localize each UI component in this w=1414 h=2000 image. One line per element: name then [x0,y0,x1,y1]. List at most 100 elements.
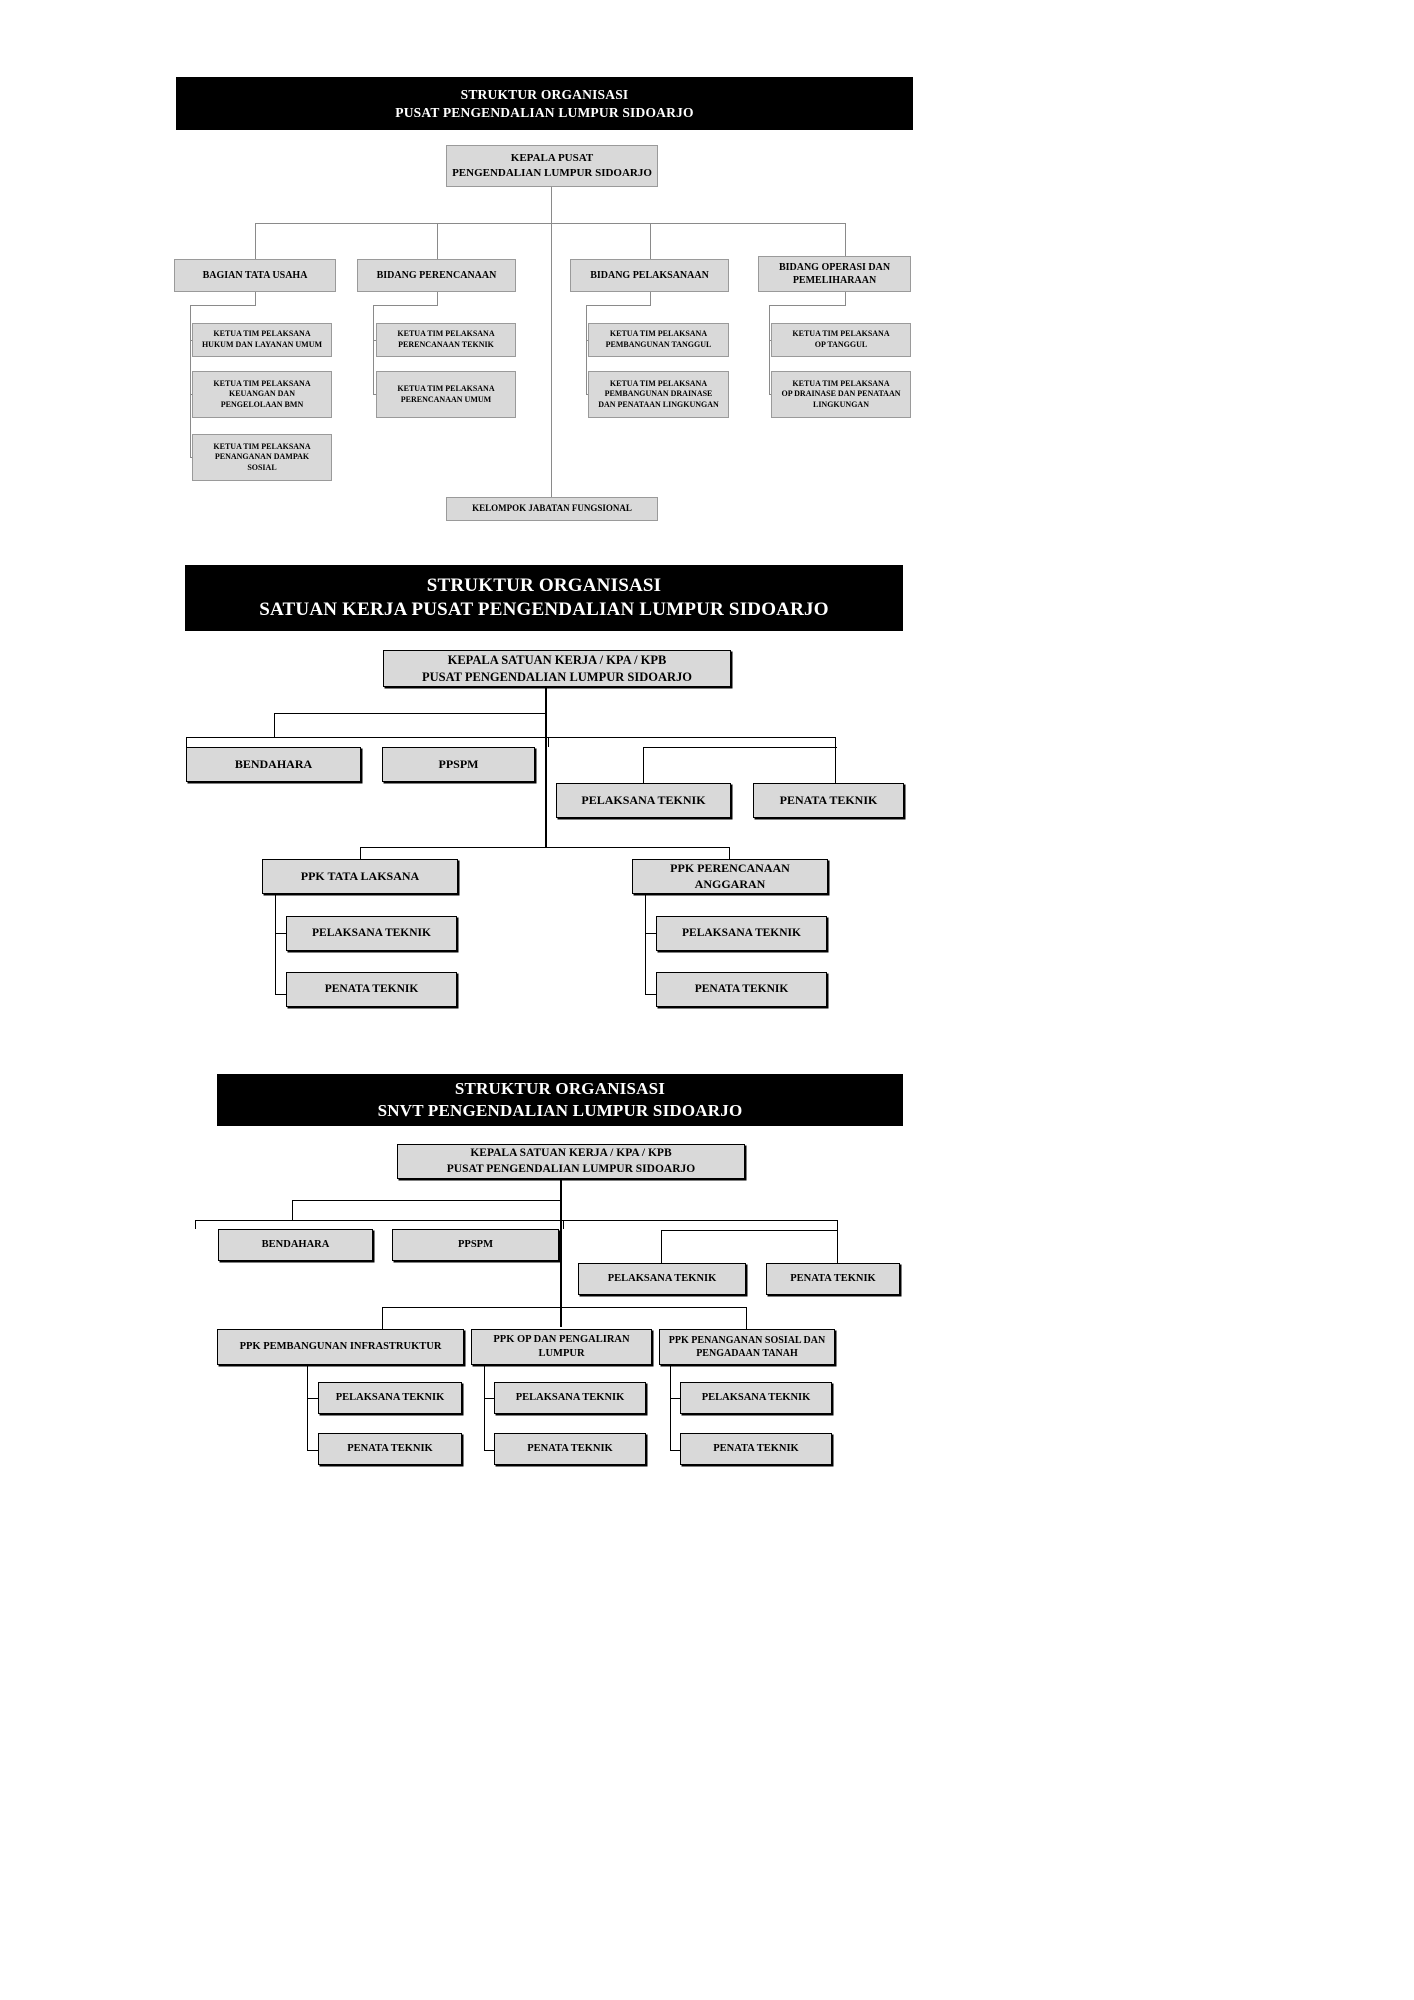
chart-3-node-ppk3-pelaksana[interactable]: PELAKSANA TEKNIK [680,1382,832,1414]
chart-2-root-line1: KEPALA SATUAN KERJA / KPA / KPB [447,653,667,667]
chart-1-root-line2: PENGENDALIAN LUMPUR SIDOARJO [452,167,652,179]
chart-2-node-ppk2-pelaksana[interactable]: PELAKSANA TEKNIK [656,916,827,951]
chart-3-ppk2-pelaksana-label: PELAKSANA TEKNIK [515,1392,625,1404]
chart-2-ppk2-br2 [645,994,657,996]
chart-3-ppk1-br2 [307,1450,319,1452]
chart-1-colD-rail [769,305,770,395]
chart-3-spine [560,1179,562,1327]
chart-2-ppk1-rail [275,894,277,995]
chart-2-drop-ppspm [548,737,550,747]
chart-2-node-ppk-perencanaan-anggaran[interactable]: PPK PERENCANAAN ANGGARAN [632,859,828,894]
chart-1-node-penanganan-dampak-sosial[interactable]: KETUA TIM PELAKSANA PENANGANAN DAMPAK SO… [192,434,332,481]
chart-2-node-ppk2-penata[interactable]: PENATA TEKNIK [656,972,827,1007]
chart-2-node-ppspm[interactable]: PPSPM [382,747,535,782]
chart-3-node-ppk3-penata[interactable]: PENATA TEKNIK [680,1433,832,1465]
chart-3-ppk3-line1: PPK PENANGANAN SOSIAL DAN [668,1334,826,1346]
chart-1-node-bagian-tata-usaha[interactable]: BAGIAN TATA USAHA [174,259,336,292]
chart-1-div4-line1: BIDANG OPERASI DAN [778,261,891,273]
chart-2-left-bus-top [274,713,546,715]
chart-1-colB-stem [437,292,438,305]
chart-1-node-bidang-operasi-pemeliharaan[interactable]: BIDANG OPERASI DAN PEMELIHARAAN [758,256,911,292]
chart-3-node-ppk-penanganan-sosial-pengadaan-tanah[interactable]: PPK PENANGANAN SOSIAL DAN PENGADAAN TANA… [659,1329,835,1365]
chart-1-node-bidang-perencanaan[interactable]: BIDANG PERENCANAAN [357,259,516,292]
chart-1-drop-3 [650,223,651,259]
chart-2-ppk2-label: PPK PERENCANAAN ANGGARAN [670,860,790,891]
chart-3-ppk1-pelaksana-label: PELAKSANA TEKNIK [335,1392,445,1404]
chart-1-node-bidang-pelaksanaan[interactable]: BIDANG PELAKSANAAN [570,259,729,292]
chart-1-a2-line1: KETUA TIM PELAKSANA [213,378,311,388]
chart-3-node-ppk1-penata[interactable]: PENATA TEKNIK [318,1433,462,1465]
chart-1-node-hukum-layanan-umum[interactable]: KETUA TIM PELAKSANA HUKUM DAN LAYANAN UM… [192,323,332,357]
chart-1-node-keuangan-bmn[interactable]: KETUA TIM PELAKSANA KEUANGAN DAN PENGELO… [192,371,332,418]
chart-1-colC-bus [586,305,651,306]
chart-1-colC-rail [586,305,587,395]
chart-2-node-penata-teknik-top[interactable]: PENATA TEKNIK [753,783,904,818]
chart-2-right-bus-top [546,737,836,739]
chart-3-node-ppk-op-pengaliran-lumpur[interactable]: PPK OP DAN PENGALIRAN LUMPUR [471,1329,652,1365]
chart-3-right-bus-stem [837,1220,839,1230]
chart-1-drop-4 [845,223,846,256]
chart-3-ppk3-br1 [670,1398,681,1400]
chart-2-banner: STRUKTUR ORGANISASI SATUAN KERJA PUSAT P… [185,565,903,631]
chart-3-node-ppk2-penata[interactable]: PENATA TEKNIK [494,1433,646,1465]
chart-3-node-pelaksana-teknik-top[interactable]: PELAKSANA TEKNIK [578,1263,746,1295]
chart-1-colD-stem [845,292,846,305]
chart-3-ppk3-line2: PENGADAAN TANAH [696,1348,798,1359]
chart-1-node-root[interactable]: KEPALA PUSAT PENGENDALIAN LUMPUR SIDOARJ… [446,145,658,187]
chart-1-root-stem [551,187,552,223]
chart-2-spine [545,687,547,847]
chart-3-banner-line1: STRUKTUR ORGANISASI [454,1079,666,1099]
chart-2-ppspm-label: PPSPM [438,756,479,771]
chart-2-left-bus [186,737,549,739]
chart-1-functional-label: KELOMPOK JABATAN FUNGSIONAL [472,503,632,514]
chart-3-left-bus [195,1220,565,1222]
chart-3-ppk2-label: PPK OP DAN PENGALIRAN LUMPUR [493,1334,630,1359]
chart-1-node-perencanaan-teknik[interactable]: KETUA TIM PELAKSANA PERENCANAAN TEKNIK [376,323,516,357]
chart-1-c1-line2: PEMBANGUNAN TANGGUL [605,340,712,349]
chart-1-a3-line2: PENANGANAN DAMPAK [214,452,310,462]
chart-1-drop-1 [255,223,256,259]
chart-3-ppk3-drop [746,1307,748,1329]
chart-3-penata-top-label: PENATA TEKNIK [790,1273,876,1285]
chart-3-node-ppk-pembangunan-infrastruktur[interactable]: PPK PEMBANGUNAN INFRASTRUKTUR [217,1329,464,1365]
chart-2-right-bus-stem [835,737,837,747]
chart-1-a3-line1: KETUA TIM PELAKSANA [213,441,311,451]
chart-3-node-ppk1-pelaksana[interactable]: PELAKSANA TEKNIK [318,1382,462,1414]
chart-1-c2-line2: PEMBANGUNAN DRAINASE [604,389,713,399]
chart-2-node-pelaksana-teknik-top[interactable]: PELAKSANA TEKNIK [556,783,731,818]
chart-1-b1-line1: KETUA TIM PELAKSANA [397,329,495,339]
chart-1-node-perencanaan-umum[interactable]: KETUA TIM PELAKSANA PERENCANAAN UMUM [376,371,516,418]
chart-1-d1-line1: KETUA TIM PELAKSANA [792,329,890,339]
chart-2-node-root[interactable]: KEPALA SATUAN KERJA / KPA / KPB PUSAT PE… [383,650,731,687]
chart-2-bendahara-label: BENDAHARA [234,756,313,771]
chart-3-node-penata-teknik-top[interactable]: PENATA TEKNIK [766,1263,900,1295]
chart-1-spine [551,223,552,498]
chart-2-node-bendahara[interactable]: BENDAHARA [186,747,361,782]
chart-3-drop-bendahara [195,1220,197,1229]
chart-1-node-op-drainase-penataan[interactable]: KETUA TIM PELAKSANA OP DRAINASE DAN PENA… [771,371,911,418]
chart-1-node-op-tanggul[interactable]: KETUA TIM PELAKSANA OP TANGGUL [771,323,911,357]
chart-2-ppk2-br1 [645,933,657,935]
chart-1-colA-stem [255,292,256,305]
chart-2-drop-bendahara [186,737,188,747]
chart-2-ppk1-br1 [275,933,287,935]
chart-1-c2-line3: DAN PENATAAN LINGKUNGAN [598,399,719,409]
chart-2-node-ppk-tata-laksana[interactable]: PPK TATA LAKSANA [262,859,458,894]
chart-3-node-ppk2-pelaksana[interactable]: PELAKSANA TEKNIK [494,1382,646,1414]
chart-3-right-bus-top [561,1220,838,1222]
chart-3-node-bendahara[interactable]: BENDAHARA [218,1229,373,1261]
chart-2-node-ppk1-penata[interactable]: PENATA TEKNIK [286,972,457,1007]
chart-1-a1-line2: HUKUM DAN LAYANAN UMUM [201,340,323,349]
chart-1-b1-line2: PERENCANAAN TEKNIK [398,340,494,349]
chart-1-node-pembangunan-tanggul[interactable]: KETUA TIM PELAKSANA PEMBANGUNAN TANGGUL [588,323,729,357]
chart-2-pelaksana-top-label: PELAKSANA TEKNIK [581,792,706,807]
chart-2-node-ppk1-pelaksana[interactable]: PELAKSANA TEKNIK [286,916,457,951]
chart-3-node-root[interactable]: KEPALA SATUAN KERJA / KPA / KPB PUSAT PE… [397,1144,745,1179]
chart-3-node-ppspm[interactable]: PPSPM [392,1229,559,1261]
chart-1-root-line1: KEPALA PUSAT [510,152,594,165]
chart-1-drop-2 [437,223,438,259]
chart-1-node-kelompok-jabatan-fungsional[interactable]: KELOMPOK JABATAN FUNGSIONAL [446,497,658,521]
chart-1-node-pembangunan-drainase[interactable]: KETUA TIM PELAKSANA PEMBANGUNAN DRAINASE… [588,371,729,418]
chart-1-c2-line1: KETUA TIM PELAKSANA [609,378,708,388]
